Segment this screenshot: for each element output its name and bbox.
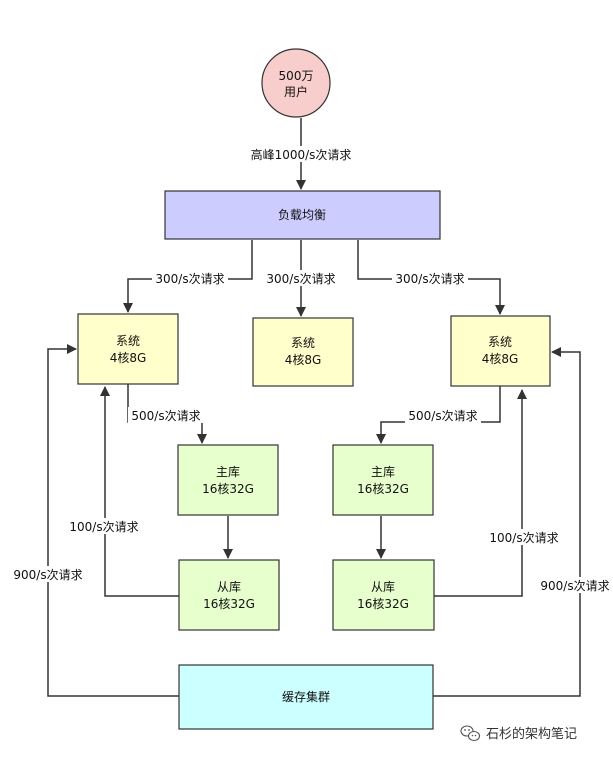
system-left-line1: 系统 [116, 334, 140, 348]
master-left-line1: 主库 [216, 464, 240, 479]
master-right-node [332, 444, 434, 516]
watermark-text: 石杉的架构笔记 [486, 726, 577, 742]
nodes: 500万 用户 负载均衡 系统 4核8G 系统 4核8G 系统 4核8G 主库 … [77, 48, 551, 730]
label-users-to-lb: 高峰1000/s次请求 [251, 147, 352, 162]
system-right-line2: 4核8G [482, 352, 519, 366]
slave-left-node [178, 559, 280, 631]
system-left-line2: 4核8G [110, 351, 147, 365]
master-left-line2: 16核32G [202, 482, 254, 496]
label-cache-to-left: 900/s次请求 [13, 568, 82, 582]
edge-slave-left-to-system [100, 386, 179, 597]
edge-cache-to-system-left [47, 344, 179, 697]
slave-right-line2: 16核32G [357, 597, 409, 611]
system-mid-line2: 4核8G [285, 353, 322, 367]
label-lb-to-mid: 300/s次请求 [266, 272, 335, 286]
load-balancer-label: 负载均衡 [278, 208, 326, 222]
label-cache-to-right: 900/s次请求 [540, 579, 609, 593]
master-right-line1: 主库 [371, 464, 395, 479]
system-left-node [77, 313, 179, 385]
system-right-line1: 系统 [488, 335, 512, 349]
label-left-to-master: 500/s次请求 [131, 409, 200, 423]
system-right-node [450, 315, 551, 387]
cache-cluster-node [178, 664, 434, 730]
users-label-line2: 用户 [284, 84, 308, 99]
load-balancer-node [164, 190, 441, 240]
wechat-icon [460, 725, 481, 742]
master-left-node [177, 444, 279, 516]
label-lb-to-right: 300/s次请求 [395, 272, 464, 286]
edge-cache-to-system-right [433, 347, 581, 697]
users-node [261, 48, 331, 118]
slave-left-line1: 从库 [217, 579, 241, 594]
slave-left-line2: 16核32G [203, 597, 255, 611]
edge-labels: 高峰1000/s次请求 300/s次请求 300/s次请求 300/s次请求 5… [10, 146, 613, 593]
slave-right-node [332, 559, 435, 631]
system-mid-node [252, 317, 354, 387]
system-mid-line1: 系统 [291, 336, 315, 350]
label-lb-to-left: 300/s次请求 [155, 272, 224, 286]
users-label-line1: 500万 [279, 69, 314, 83]
label-slave-right-to-system: 100/s次请求 [489, 531, 558, 545]
master-right-line2: 16核32G [357, 482, 409, 496]
label-slave-left-to-system: 100/s次请求 [69, 520, 138, 534]
edge-slave-right-to-system [434, 389, 527, 597]
slave-right-line1: 从库 [371, 579, 395, 594]
label-right-to-master: 500/s次请求 [408, 409, 477, 423]
watermark: 石杉的架构笔记 [460, 725, 577, 742]
cache-cluster-label: 缓存集群 [282, 689, 330, 704]
